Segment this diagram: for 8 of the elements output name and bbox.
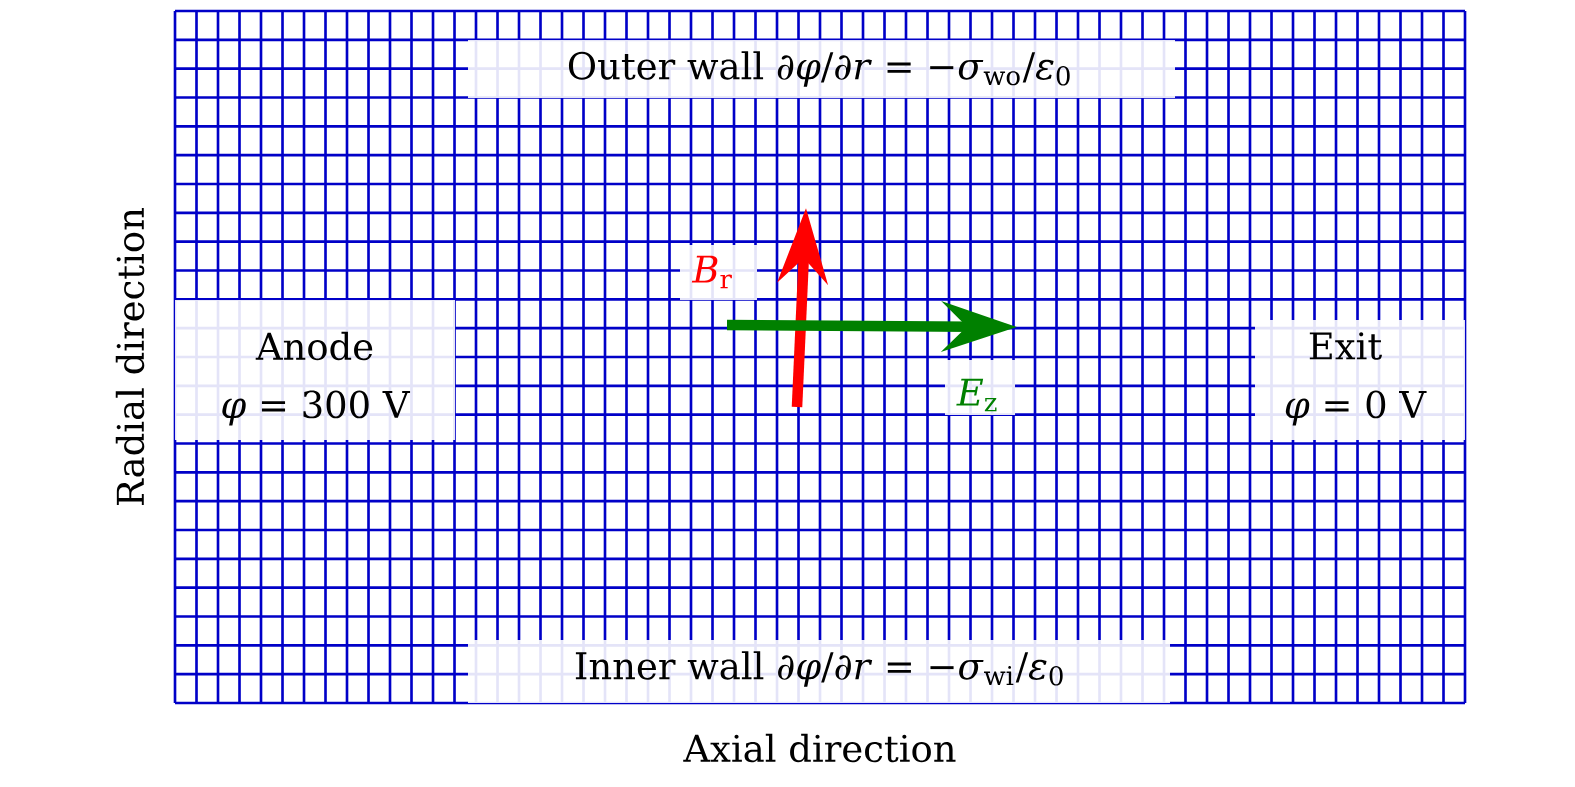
boundary-label: Anode φ = 300 V	[175, 300, 455, 440]
axis-title: Radial direction	[115, 208, 145, 505]
field-label: E$_{z}$	[945, 360, 1015, 415]
boundary-label: Outer wall ∂φ/∂r = −σ$_{wo}$/ε$_{0}$	[468, 40, 1175, 98]
axis-title: Axial direction	[683, 733, 956, 763]
field-label: B$_{r}$	[680, 245, 757, 300]
boundary-label: Exit φ = 0 V	[1255, 320, 1465, 440]
boundary-label: Inner wall ∂φ/∂r = −σ$_{wi}$/ε$_{0}$	[468, 640, 1170, 703]
